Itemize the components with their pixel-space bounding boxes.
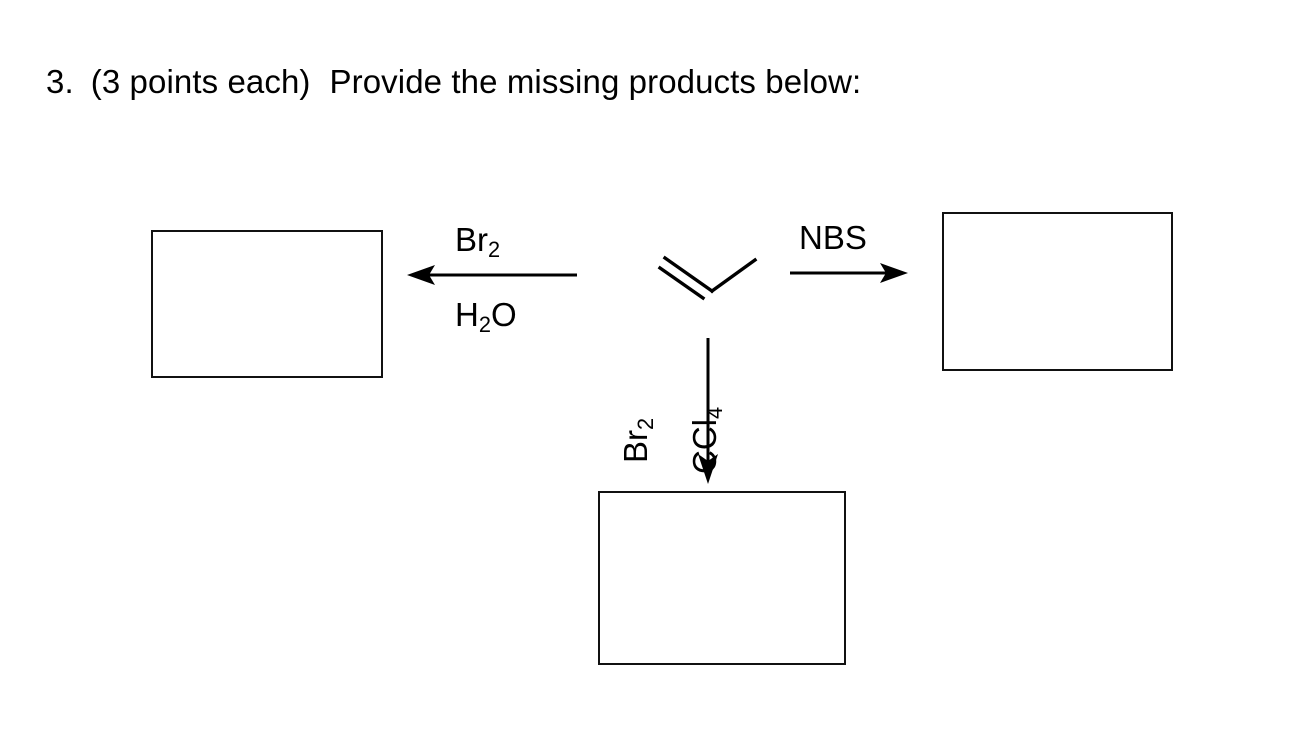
- arrow-right-icon: [790, 263, 908, 283]
- reagent-h2o-below-left-arrow: H2O: [455, 296, 517, 338]
- left-product-answer-box[interactable]: [151, 230, 383, 378]
- question-heading: 3. (3 points each) Provide the missing p…: [46, 62, 861, 102]
- reagent-nbs-above-right-arrow: NBS: [799, 219, 867, 256]
- reagent-ccl4-right-of-down-arrow: CCl4: [686, 406, 728, 474]
- right-product-answer-box[interactable]: [942, 212, 1173, 371]
- bottom-product-answer-box[interactable]: [598, 491, 846, 665]
- subscript-2: 2: [478, 312, 491, 338]
- subscript-4: 4: [702, 406, 728, 419]
- arrow-down-icon: [698, 338, 718, 484]
- reagent-br2-left-of-down-arrow: Br2: [617, 417, 659, 463]
- subscript-2: 2: [633, 417, 659, 430]
- question-number: 3.: [46, 63, 74, 100]
- arrow-left-icon: [407, 265, 577, 285]
- question-prompt: Provide the missing products below:: [329, 63, 862, 100]
- propene-structure: [657, 255, 758, 301]
- reagent-br2-above-left-arrow: Br2: [455, 221, 501, 263]
- subscript-2: 2: [488, 237, 501, 263]
- question-points: (3 points each): [90, 63, 311, 100]
